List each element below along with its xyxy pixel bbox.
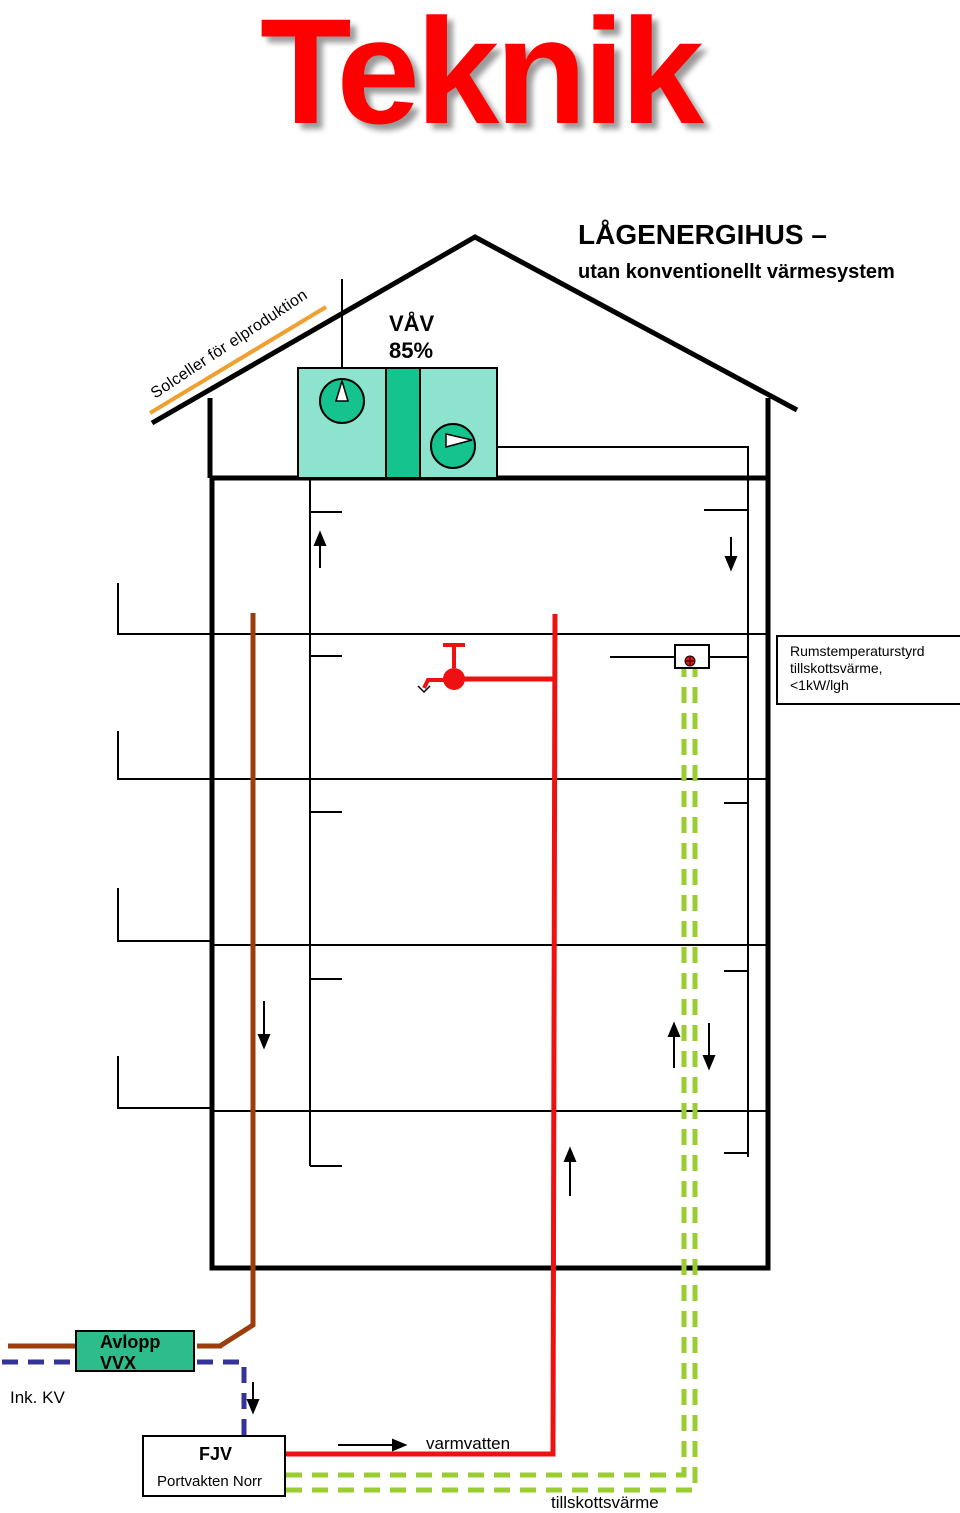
district-heating-subtitle: Portvakten Norr xyxy=(157,1473,263,1490)
cold-water-pipe xyxy=(2,1359,247,1435)
flow-arrows xyxy=(246,530,738,1452)
floor-lines xyxy=(210,633,766,1112)
solar-panel xyxy=(148,305,328,415)
vvx-line1: Avlopp xyxy=(100,1332,161,1352)
heater-note-box: Rumstemperaturstyrd tillskottsvärme, <1k… xyxy=(776,635,960,705)
supplement-heat-pipe xyxy=(286,668,698,1493)
heater-note-line3: <1kW/lgh xyxy=(790,677,849,693)
supplement-heat-label: tillskottsvärme xyxy=(551,1493,659,1512)
waste-water-pipe xyxy=(218,613,256,1349)
heat-recovery-label-line1: VÅV xyxy=(389,311,435,336)
exhaust-fan-icon xyxy=(430,423,476,469)
roof xyxy=(150,234,799,478)
hot-water-label: varmvatten xyxy=(426,1434,511,1453)
waste-water-heat-exchanger: Avlopp VVX xyxy=(75,1330,195,1373)
heading: LÅGENERGIHUS – xyxy=(578,219,827,250)
supply-fan-icon xyxy=(319,378,365,424)
balconies xyxy=(117,583,210,1109)
heater-note-line2: tillskottsvärme, xyxy=(790,660,883,676)
exhaust-air-duct xyxy=(497,446,749,1157)
hot-water-pipe xyxy=(286,613,558,1457)
vvx-line2: VVX xyxy=(100,1353,137,1373)
supply-air-duct xyxy=(309,478,342,1167)
cold-water-inlet-label: Ink. KV xyxy=(10,1388,65,1407)
room-heater-icon xyxy=(674,644,710,669)
heater-note-line1: Rumstemperaturstyrd xyxy=(790,643,925,659)
subheading: utan konventionellt värmesystem xyxy=(578,261,895,283)
water-tap-icon xyxy=(417,643,465,694)
district-heating-title: FJV xyxy=(199,1444,233,1464)
page-title: Teknik xyxy=(259,0,704,155)
heat-recovery-label: VÅV 85% xyxy=(389,310,434,364)
heat-recovery-label-line2: 85% xyxy=(389,338,434,363)
district-heating-box: FJV Portvakten Norr xyxy=(142,1435,286,1497)
